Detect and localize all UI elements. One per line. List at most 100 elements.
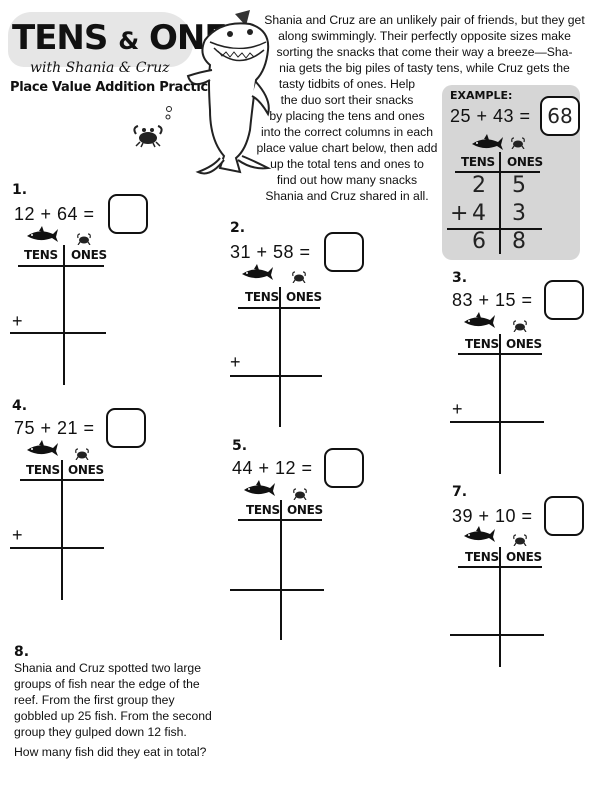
intro-line: sorting the snacks that come their way a… [276, 45, 573, 59]
problem-equation: 39 + 10 = [452, 506, 533, 526]
ones-header: ONES [286, 290, 322, 304]
intro-line: Shania and Cruz shared in all. [265, 189, 429, 203]
subtitle: with Shania & Cruz [30, 60, 170, 76]
column-divider [499, 334, 501, 474]
column-divider [280, 500, 282, 640]
sum-rule [450, 421, 544, 423]
problem-equation: 75 + 21 = [14, 418, 95, 438]
crab-icon [292, 271, 306, 283]
example-answer-box: 68 [540, 96, 580, 136]
ones-header: ONES [68, 463, 104, 477]
problem-number: 2. [230, 220, 246, 236]
example-ones-header: ONES [507, 155, 543, 169]
plus-sign: + [230, 352, 241, 372]
example-row1-tens: 2 [472, 173, 486, 198]
worksheet-subtitle: Place Value Addition Practice [10, 80, 217, 95]
intro-line: nia gets the big piles of tasty tens, wh… [279, 61, 570, 75]
intro-line: find out how many snacks [276, 173, 418, 187]
example-sum-rule [447, 228, 542, 230]
example-header-rule [455, 171, 540, 173]
example-sum-ones: 8 [512, 229, 526, 254]
problem-equation: 83 + 15 = [452, 290, 533, 310]
crab-icon [513, 534, 527, 546]
example-sum-tens: 6 [472, 229, 486, 254]
crab-icon [75, 448, 89, 460]
problem-number: 5. [232, 438, 248, 454]
tens-header: TENS [26, 463, 60, 477]
story-line: gobbled up 25 fish. From the second [14, 709, 212, 723]
example-row2-tens: 4 [472, 201, 486, 226]
bubbles-icon [165, 106, 172, 120]
sum-rule [230, 589, 324, 591]
column-divider [63, 245, 65, 385]
intro-line: Shania and Cruz are an unlikely pair of … [264, 13, 585, 27]
shark-icon [242, 264, 273, 280]
example-row2-ones: 3 [512, 201, 526, 226]
title-ampersand: & [118, 27, 139, 55]
problem-equation: 44 + 12 = [232, 458, 313, 478]
tens-header: TENS [246, 503, 280, 517]
intro-line: up the total tens and ones to [270, 157, 424, 171]
shark-icon [27, 226, 58, 242]
title-background [8, 12, 193, 67]
title-tens: TENS [12, 18, 108, 58]
header-rule [18, 265, 104, 267]
tens-header: TENS [465, 550, 499, 564]
example-equation: 25 + 43 = [450, 106, 531, 126]
answer-box[interactable] [108, 194, 148, 234]
intro-line: tasty tidbits of ones. Help [278, 77, 416, 91]
problem-number: 7. [452, 484, 468, 500]
plus-sign: + [12, 525, 23, 545]
sum-rule [10, 547, 104, 549]
example-column-divider [499, 152, 501, 254]
crab-icon [511, 137, 525, 149]
column-divider [61, 460, 63, 600]
intro-line: into the correct columns in each [260, 125, 434, 139]
crab-icon [513, 320, 527, 332]
column-divider [499, 547, 501, 667]
answer-box[interactable] [544, 496, 584, 536]
example-label: EXAMPLE: [450, 89, 513, 102]
answer-box[interactable] [324, 232, 364, 272]
shark-icon [27, 440, 58, 456]
problem-number: 3. [452, 270, 468, 286]
tens-header: TENS [24, 248, 58, 262]
tens-header: TENS [245, 290, 279, 304]
shark-icon [244, 480, 275, 496]
crab-icon [293, 488, 307, 500]
story-line: reef. From the first group they [14, 693, 175, 707]
answer-box[interactable] [544, 280, 584, 320]
answer-box[interactable] [324, 448, 364, 488]
sum-rule [450, 634, 544, 636]
shark-mascot-illustration [186, 10, 272, 175]
tens-header: TENS [465, 337, 499, 351]
problem-equation: 12 + 64 = [14, 204, 95, 224]
answer-box[interactable] [106, 408, 146, 448]
ones-header: ONES [506, 337, 542, 351]
intro-line: the duo sort their snacks [280, 93, 414, 107]
story-question: How many fish did they eat in total? [14, 745, 207, 759]
story-line: groups of fish near the edge of the [14, 677, 200, 691]
plus-sign: + [452, 399, 463, 419]
story-line: Shania and Cruz spotted two large [14, 661, 201, 675]
plus-sign: + [12, 311, 23, 331]
sum-rule [230, 375, 322, 377]
intro-line: along swimmingly. Their perfectly opposi… [278, 29, 571, 43]
problem-number: 1. [12, 182, 28, 198]
shark-icon [464, 312, 495, 328]
shark-icon [464, 526, 495, 542]
example-plus: + [450, 201, 469, 226]
ones-header: ONES [71, 248, 107, 262]
column-divider [279, 287, 281, 427]
problem-number: 4. [12, 398, 28, 414]
intro-line: by placing the tens and ones [269, 109, 425, 123]
example-row1-ones: 5 [512, 173, 526, 198]
problem-number: 8. [14, 644, 30, 660]
example-tens-header: TENS [461, 155, 495, 169]
crab-icon [133, 125, 163, 148]
intro-line: place value chart below, then add [256, 141, 438, 155]
crab-icon [77, 233, 91, 245]
shark-icon [472, 134, 503, 150]
problem-equation: 31 + 58 = [230, 242, 311, 262]
ones-header: ONES [506, 550, 542, 564]
